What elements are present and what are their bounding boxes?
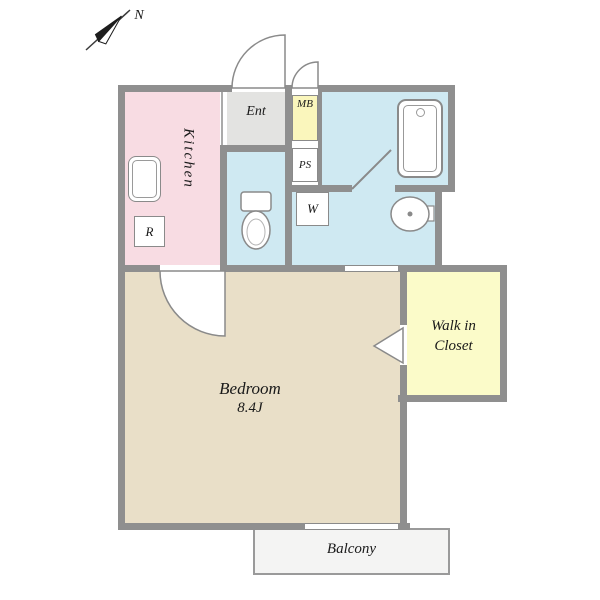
wall-segment (285, 85, 292, 272)
meter-box-door-arc (291, 61, 319, 89)
wall-segment (318, 85, 455, 92)
washroom-sliding-door (345, 265, 398, 272)
entrance-label: Ent (246, 104, 266, 119)
compass (82, 6, 142, 56)
room-toilet (227, 152, 285, 265)
wall-segment (118, 265, 160, 272)
room-entrance (227, 92, 285, 145)
north-label: N (134, 8, 144, 23)
wall-segment (400, 365, 407, 530)
wall-segment (227, 145, 292, 152)
bedroom-name: Bedroom (219, 379, 281, 398)
north-arrow-icon (85, 9, 131, 51)
wall-segment (220, 145, 227, 272)
wall-segment (398, 395, 507, 402)
wall-segment (448, 85, 455, 192)
kitchen-label: Kitchen (180, 128, 197, 189)
wall-segment (435, 185, 442, 272)
meter-box: MB (292, 95, 318, 141)
bedroom-area: 8.4J (237, 400, 263, 417)
wall-segment (398, 265, 507, 272)
pipe-shaft-box: PS (292, 148, 318, 182)
kitchen-sink-icon (128, 156, 161, 202)
entry-door-arc (231, 34, 286, 89)
wall-segment (118, 85, 232, 92)
washing-machine-label: W (307, 201, 318, 216)
wall-segment (400, 272, 407, 325)
wall-segment (118, 85, 125, 530)
meter-box-label: MB (297, 98, 313, 110)
wall-segment (220, 85, 227, 92)
wall-segment (395, 185, 455, 192)
washing-machine-box: W (296, 192, 329, 226)
balcony-label: Balcony (326, 541, 377, 557)
wall-segment (318, 92, 322, 185)
closet-label-line2: Closet (434, 337, 473, 354)
wall-segment (500, 265, 507, 402)
room-walk-in-closet (407, 272, 500, 395)
wall-segment (290, 185, 352, 192)
walk-in-closet-label: Walk in Closet (407, 317, 500, 356)
refrigerator-label: R (145, 223, 154, 239)
entrance-step-line (221, 92, 223, 145)
refrigerator-box: R (134, 216, 165, 247)
closet-label-line1: Walk in (431, 318, 476, 334)
wall-segment (118, 523, 305, 530)
pipe-shaft-label: PS (298, 159, 312, 171)
bedroom-label: Bedroom 8.4J (150, 378, 350, 418)
bathtub-drain-icon (416, 108, 425, 117)
balcony-sliding-door (305, 523, 398, 530)
